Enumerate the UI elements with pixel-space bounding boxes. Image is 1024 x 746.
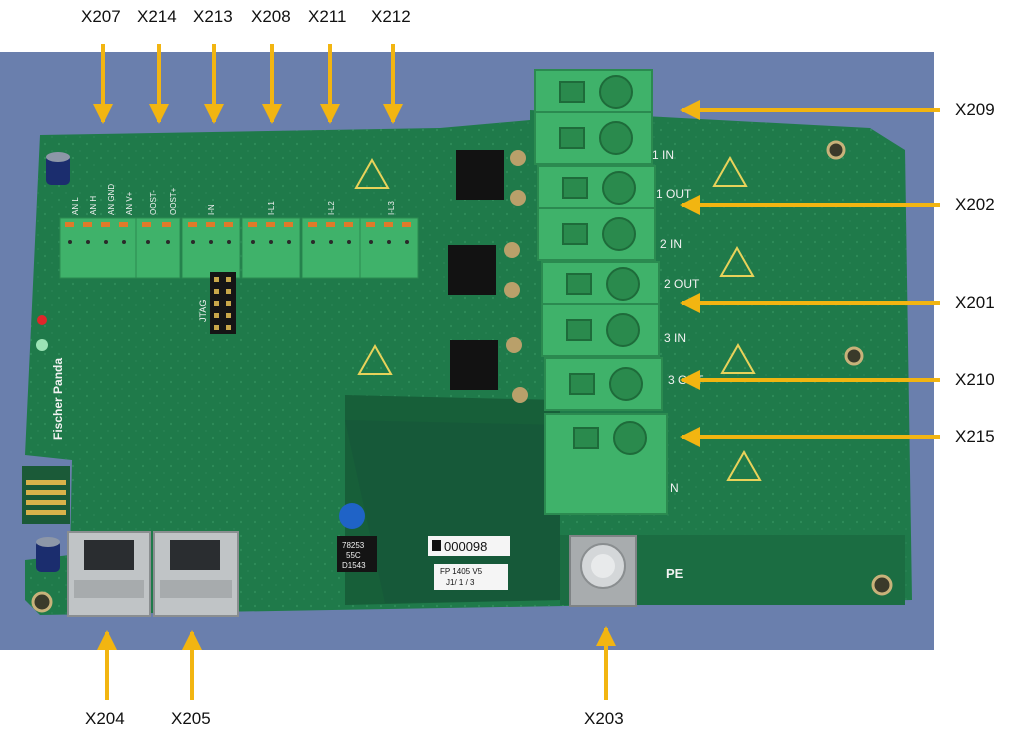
pe-label: PE: [666, 566, 684, 581]
terminal-label-3-in: 3 IN: [664, 331, 686, 345]
brand-label: Fischer Panda: [51, 358, 65, 440]
label-x208: X208: [251, 7, 291, 26]
callout-arrows: [93, 44, 940, 700]
version-sticker: [434, 564, 508, 590]
label-x214: X214: [137, 7, 177, 26]
jtag-label: JTAG: [198, 300, 208, 322]
mounting-holes: [31, 140, 893, 613]
label-x212: X212: [371, 7, 411, 26]
terminal-label-boost-plus: OOST+: [169, 187, 178, 215]
large-terminal-stack: [534, 69, 668, 515]
terminal-label-an-vplus: AN V+: [125, 191, 134, 215]
terminal-label-boost-minus: OOST-: [149, 190, 158, 215]
label-x204: X204: [85, 709, 125, 728]
label-x203: X203: [584, 709, 624, 728]
terminal-label-i-l3: I-L3: [387, 201, 396, 215]
power-transistors: [448, 150, 528, 403]
version-line-1: FP 1405 V5: [440, 567, 483, 576]
terminal-label-an-h: AN H: [89, 196, 98, 215]
label-x211: X211: [308, 7, 347, 26]
label-x209: X209: [955, 100, 995, 119]
label-x213: X213: [193, 7, 233, 26]
label-x215: X215: [955, 427, 995, 446]
serial-number: 000098: [444, 539, 487, 554]
label-x205: X205: [171, 709, 211, 728]
capacitor: [36, 152, 70, 572]
terminal-label-1-out: 1 OUT: [656, 187, 692, 201]
rj45-jacks: [67, 531, 239, 617]
blue-capacitor: [339, 503, 365, 529]
terminal-label-n: N: [670, 481, 679, 495]
terminal-label-2-in: 2 IN: [660, 237, 682, 251]
terminal-label-an-l: AN L: [71, 197, 80, 215]
led-green: [36, 339, 48, 351]
jtag-header: [210, 272, 236, 334]
label-x201: X201: [955, 293, 995, 312]
pe-bolt: [569, 535, 637, 607]
ic-label-line-1: 78253: [342, 541, 365, 550]
label-x210: X210: [955, 370, 995, 389]
terminal-label-i-l1: I-L1: [267, 201, 276, 215]
terminal-label-an-gnd: AN GND: [107, 184, 116, 215]
label-x202: X202: [955, 195, 995, 214]
ic-label-line-2: 55C: [346, 551, 361, 560]
terminal-label-1-in: 1 IN: [652, 148, 674, 162]
version-line-2: J1/ 1 / 3: [446, 578, 475, 587]
label-x207: X207: [81, 7, 121, 26]
terminal-label-i-n: I-N: [207, 204, 216, 215]
warning-icon: [354, 155, 762, 481]
ic-label-line-3: D1543: [342, 561, 366, 570]
serial-sticker: [428, 536, 510, 556]
led-red: [37, 315, 47, 325]
ic-chip: [337, 536, 377, 572]
small-terminal-row: [59, 217, 419, 279]
terminal-label-i-l2: I-L2: [327, 201, 336, 215]
usb-contacts: [22, 466, 70, 524]
terminal-label-2-out: 2 OUT: [664, 277, 700, 291]
